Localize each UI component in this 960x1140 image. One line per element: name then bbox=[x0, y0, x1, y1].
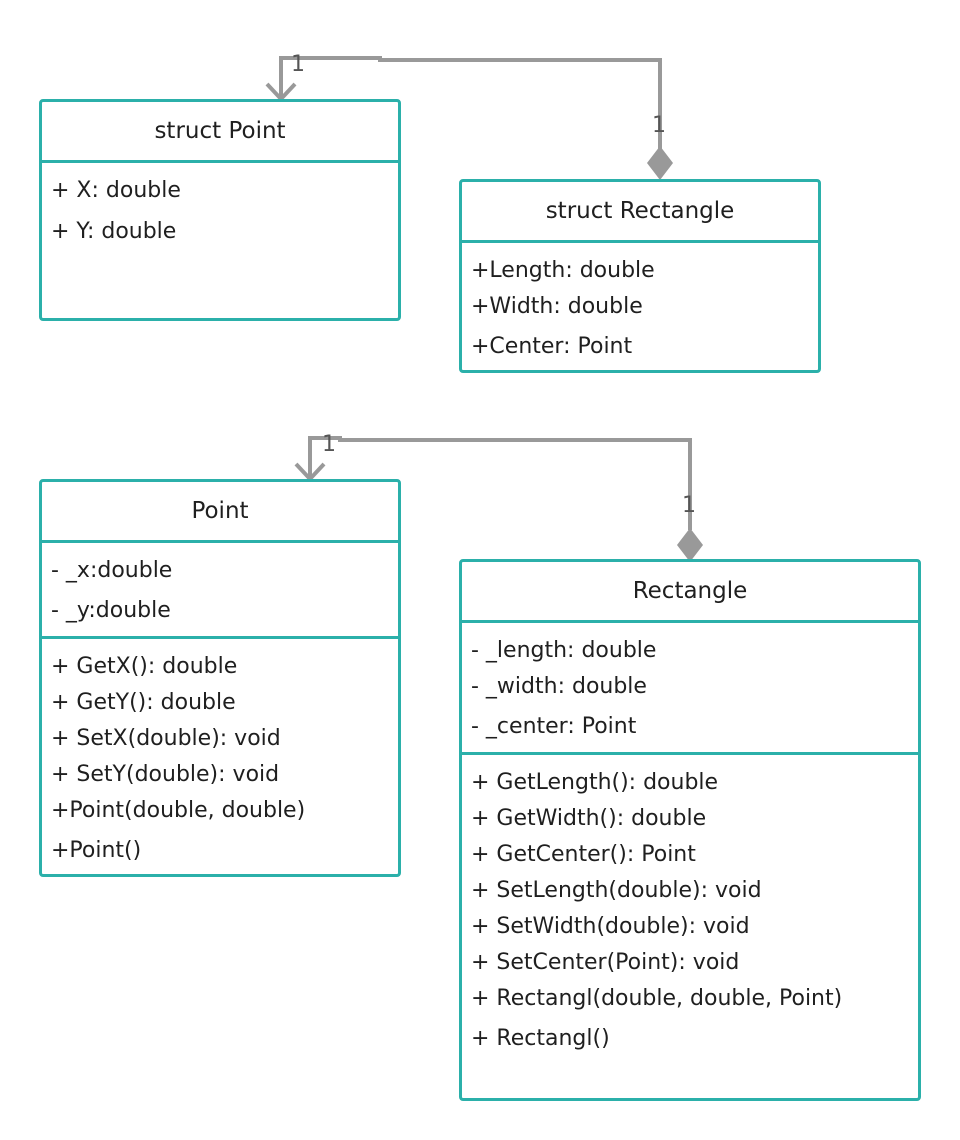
attribute: - _x:double bbox=[51, 558, 173, 583]
method: + SetLength(double): void bbox=[471, 878, 762, 903]
method: +Point() bbox=[51, 838, 142, 863]
attributes-section: + X: double + Y: double bbox=[42, 163, 398, 318]
class-rectangle[interactable]: Rectangle - _length: double - _width: do… bbox=[459, 559, 921, 1101]
method: + GetWidth(): double bbox=[471, 806, 707, 831]
composition-line-bottom bbox=[308, 436, 692, 530]
methods-section: + GetX(): double + GetY(): double + SetX… bbox=[42, 639, 398, 874]
attribute: - _length: double bbox=[471, 638, 657, 663]
method: + Rectangl() bbox=[471, 1026, 610, 1051]
attribute: +Center: Point bbox=[471, 334, 633, 359]
class-title: Rectangle bbox=[462, 562, 918, 623]
attribute: +Length: double bbox=[471, 258, 655, 283]
method: + GetLength(): double bbox=[471, 770, 719, 795]
attribute: - _center: Point bbox=[471, 714, 637, 739]
class-point[interactable]: Point - _x:double - _y:double + GetX(): … bbox=[39, 479, 401, 877]
multiplicity-top-target: 1 bbox=[291, 52, 305, 77]
attribute: - _y:double bbox=[51, 598, 171, 623]
method: + GetCenter(): Point bbox=[471, 842, 696, 867]
method: + SetX(double): void bbox=[51, 726, 281, 751]
class-struct-rectangle[interactable]: struct Rectangle +Length: double +Width:… bbox=[459, 179, 821, 373]
attributes-section: - _x:double - _y:double bbox=[42, 543, 398, 639]
multiplicity-top-source: 1 bbox=[652, 113, 666, 138]
composition-diamond-top bbox=[647, 146, 673, 180]
attributes-section: +Length: double +Width: double +Center: … bbox=[462, 243, 818, 370]
class-struct-point[interactable]: struct Point + X: double + Y: double bbox=[39, 99, 401, 321]
method: + Rectangl(double, double, Point) bbox=[471, 986, 843, 1011]
method: + GetY(): double bbox=[51, 690, 236, 715]
method: + GetX(): double bbox=[51, 654, 238, 679]
composition-diamond-bottom bbox=[677, 528, 703, 562]
class-title: struct Point bbox=[42, 102, 398, 163]
attribute: - _width: double bbox=[471, 674, 647, 699]
method: + SetY(double): void bbox=[51, 762, 280, 787]
attribute: + Y: double bbox=[51, 219, 177, 244]
method: +Point(double, double) bbox=[51, 798, 306, 823]
class-title: Point bbox=[42, 482, 398, 543]
multiplicity-bottom-target: 1 bbox=[322, 432, 336, 457]
attribute: +Width: double bbox=[471, 294, 643, 319]
composition-rectangle-to-point: 1 1 bbox=[294, 432, 703, 562]
attributes-section: - _length: double - _width: double - _ce… bbox=[462, 623, 918, 755]
methods-section: + GetLength(): double + GetWidth(): doub… bbox=[462, 755, 918, 1098]
attribute: + X: double bbox=[51, 178, 181, 203]
multiplicity-bottom-source: 1 bbox=[682, 493, 696, 518]
composition-struct-rectangle-to-struct-point: 1 1 bbox=[265, 52, 673, 180]
method: + SetWidth(double): void bbox=[471, 914, 750, 939]
composition-line-top bbox=[279, 56, 662, 152]
method: + SetCenter(Point): void bbox=[471, 950, 740, 975]
class-title: struct Rectangle bbox=[462, 182, 818, 243]
